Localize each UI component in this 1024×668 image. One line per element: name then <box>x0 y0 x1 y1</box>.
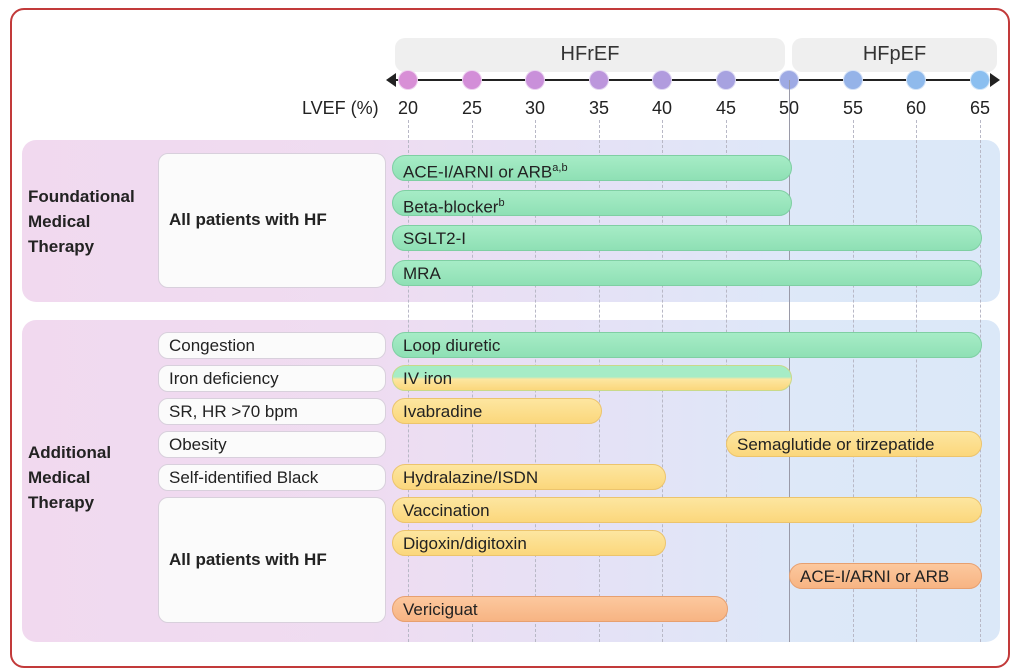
axis-dot-65 <box>970 70 990 90</box>
axis-left-arrow-icon <box>386 73 396 87</box>
condition-label: Obesity <box>169 435 227 454</box>
bar-sglt2i: SGLT2-I <box>392 225 982 251</box>
bar-iv-iron: IV iron <box>392 365 792 391</box>
gridline <box>853 120 854 642</box>
additional-title: Additional Medical Therapy <box>28 443 112 512</box>
axis-dot-30 <box>525 70 545 90</box>
axis-dot-60 <box>906 70 926 90</box>
tick-label: 30 <box>524 98 546 118</box>
axis-dot-45 <box>716 70 736 90</box>
gridline-50 <box>789 80 790 642</box>
bar-loop-diuretic: Loop diuretic <box>392 332 982 358</box>
tick-label: 45 <box>715 98 737 118</box>
condition-iron-deficiency: Iron deficiency <box>158 365 386 392</box>
lvef-axis <box>392 79 990 81</box>
axis-dot-25 <box>462 70 482 90</box>
tick-label: 65 <box>969 98 991 118</box>
bar-mra: MRA <box>392 260 982 286</box>
bar-ivabradine: Ivabradine <box>392 398 602 424</box>
tick-label: 40 <box>651 98 673 118</box>
tick-label: 35 <box>588 98 610 118</box>
axis-right-arrow-icon <box>990 73 1000 87</box>
gridline <box>980 120 981 642</box>
condition-label: Self-identified Black <box>169 468 319 487</box>
condition-sr-hr: SR, HR >70 bpm <box>158 398 386 425</box>
bar-acei-arni-arb-hfpef: ACE-I/ARNI or ARB <box>789 563 982 589</box>
axis-dot-55 <box>843 70 863 90</box>
tick-label: 60 <box>905 98 927 118</box>
bar-hydralazine-isdn: Hydralazine/ISDN <box>392 464 666 490</box>
foundational-group-label: All patients with HF <box>169 210 327 229</box>
hfpef-header: HFpEF <box>792 38 997 72</box>
bar-semaglutide-tirzepatide: Semaglutide or tirzepatide <box>726 431 982 457</box>
bar-acei-arni-arb: ACE-I/ARNI or ARBa,b <box>392 155 792 182</box>
tick-label: 20 <box>397 98 419 118</box>
bar-beta-blocker: Beta-blockerb <box>392 190 792 217</box>
condition-label: Congestion <box>169 336 256 355</box>
hfref-header: HFrEF <box>395 38 785 72</box>
condition-label: All patients with HF <box>169 550 327 569</box>
axis-dot-20 <box>398 70 418 90</box>
axis-dot-35 <box>589 70 609 90</box>
condition-label: Iron deficiency <box>169 369 279 388</box>
axis-dot-40 <box>652 70 672 90</box>
condition-congestion: Congestion <box>158 332 386 359</box>
tick-label: 25 <box>461 98 483 118</box>
condition-obesity: Obesity <box>158 431 386 458</box>
foundational-group-box: All patients with HF <box>158 153 386 288</box>
gridline <box>916 120 917 642</box>
condition-all-patients: All patients with HF <box>158 497 386 623</box>
lvef-label: LVEF (%) <box>302 98 379 118</box>
bar-vaccination: Vaccination <box>392 497 982 523</box>
bar-vericiguat: Vericiguat <box>392 596 728 622</box>
condition-label: SR, HR >70 bpm <box>169 402 298 421</box>
foundational-title: Foundational Medical Therapy <box>28 187 135 256</box>
tick-label: 55 <box>842 98 864 118</box>
bar-digoxin-digitoxin: Digoxin/digitoxin <box>392 530 666 556</box>
condition-self-identified-black: Self-identified Black <box>158 464 386 491</box>
